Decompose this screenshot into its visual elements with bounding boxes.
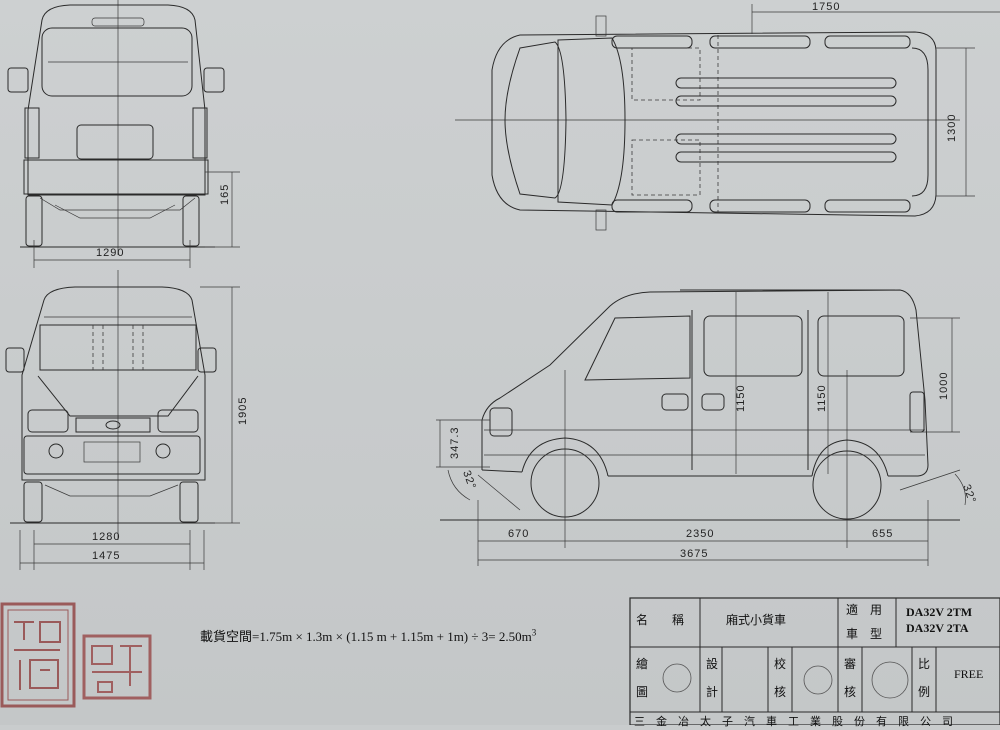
formula-label: 載貨空間 [200,629,253,644]
stamp-drawn [662,663,692,693]
tb-approve-label-1: 審 [844,657,857,671]
tb-scale-label-2: 例 [918,685,931,699]
seal-large [0,602,76,708]
stamp-approved [871,661,909,699]
dim-front-overhang: 670 [508,528,529,540]
dim-angle-rear: 32° [960,483,978,506]
dim-cargo-h1: 1150 [735,384,747,412]
dim-rear-ground: 165 [219,184,231,205]
cargo-volume-formula: 載貨空間=1.75m × 1.3m × (1.15 m + 1.15m + 1m… [200,626,536,645]
dim-side-height: 1000 [938,372,950,400]
tb-company: 三 金 冶 太 子 汽 車 工 業 股 份 有 限 公 司 [634,716,953,728]
dim-angle-front: 32° [460,469,478,492]
dim-front-height: 1905 [237,397,249,425]
stamp-checked [803,665,833,695]
front-view: 1905 1280 1475 [5,270,249,570]
dim-front-oh-height: 347.3 [449,426,461,459]
tb-model-label: 車 型 [846,627,883,641]
tb-check-label-1: 校 [774,657,787,671]
rear-view: 165 1290 [7,0,240,268]
tb-scale-label-1: 比 [918,657,931,671]
dim-overall-length: 3675 [680,548,708,560]
dim-front-width: 1475 [92,550,120,562]
dim-rear-overhang: 655 [872,528,893,540]
formula-expression: =1.75m × 1.3m × (1.15 m + 1.15m + 1m) ÷ … [252,629,532,644]
dim-top-length: 1300 [946,114,958,142]
top-view: 1750 1300 [455,1,1000,231]
tb-name-label: 名 稱 [636,613,685,627]
tb-design-label-2: 計 [706,685,719,699]
tb-draw-label-1: 繪 [636,657,649,671]
tb-name-value: 廂式小貨車 [726,613,787,627]
tb-scale-value: FREE [954,667,984,681]
formula-exponent: 3 [531,627,537,638]
dim-wheelbase: 2350 [686,528,714,540]
dim-top-width: 1750 [812,1,840,13]
title-block: 名 稱 廂式小貨車 適 用 車 型 DA32V 2TM DA32V 2TA 繪 … [630,597,1000,728]
tb-applicable-label: 適 用 [846,603,883,617]
tb-model-1: DA32V 2TM [906,605,973,619]
dim-cargo-h2: 1150 [816,384,828,412]
tb-draw-label-2: 圖 [636,685,649,699]
tb-model-2: DA32V 2TA [906,621,969,635]
tb-check-label-2: 核 [774,685,787,699]
side-view: 1000 1150 1150 347.3 32° 32° 670 2350 65… [436,289,978,566]
seal-small [82,634,152,700]
tb-approve-label-2: 核 [844,685,857,699]
tb-design-label-1: 設 [706,657,719,671]
dim-rear-track: 1290 [96,247,124,259]
dim-front-track: 1280 [92,531,120,543]
